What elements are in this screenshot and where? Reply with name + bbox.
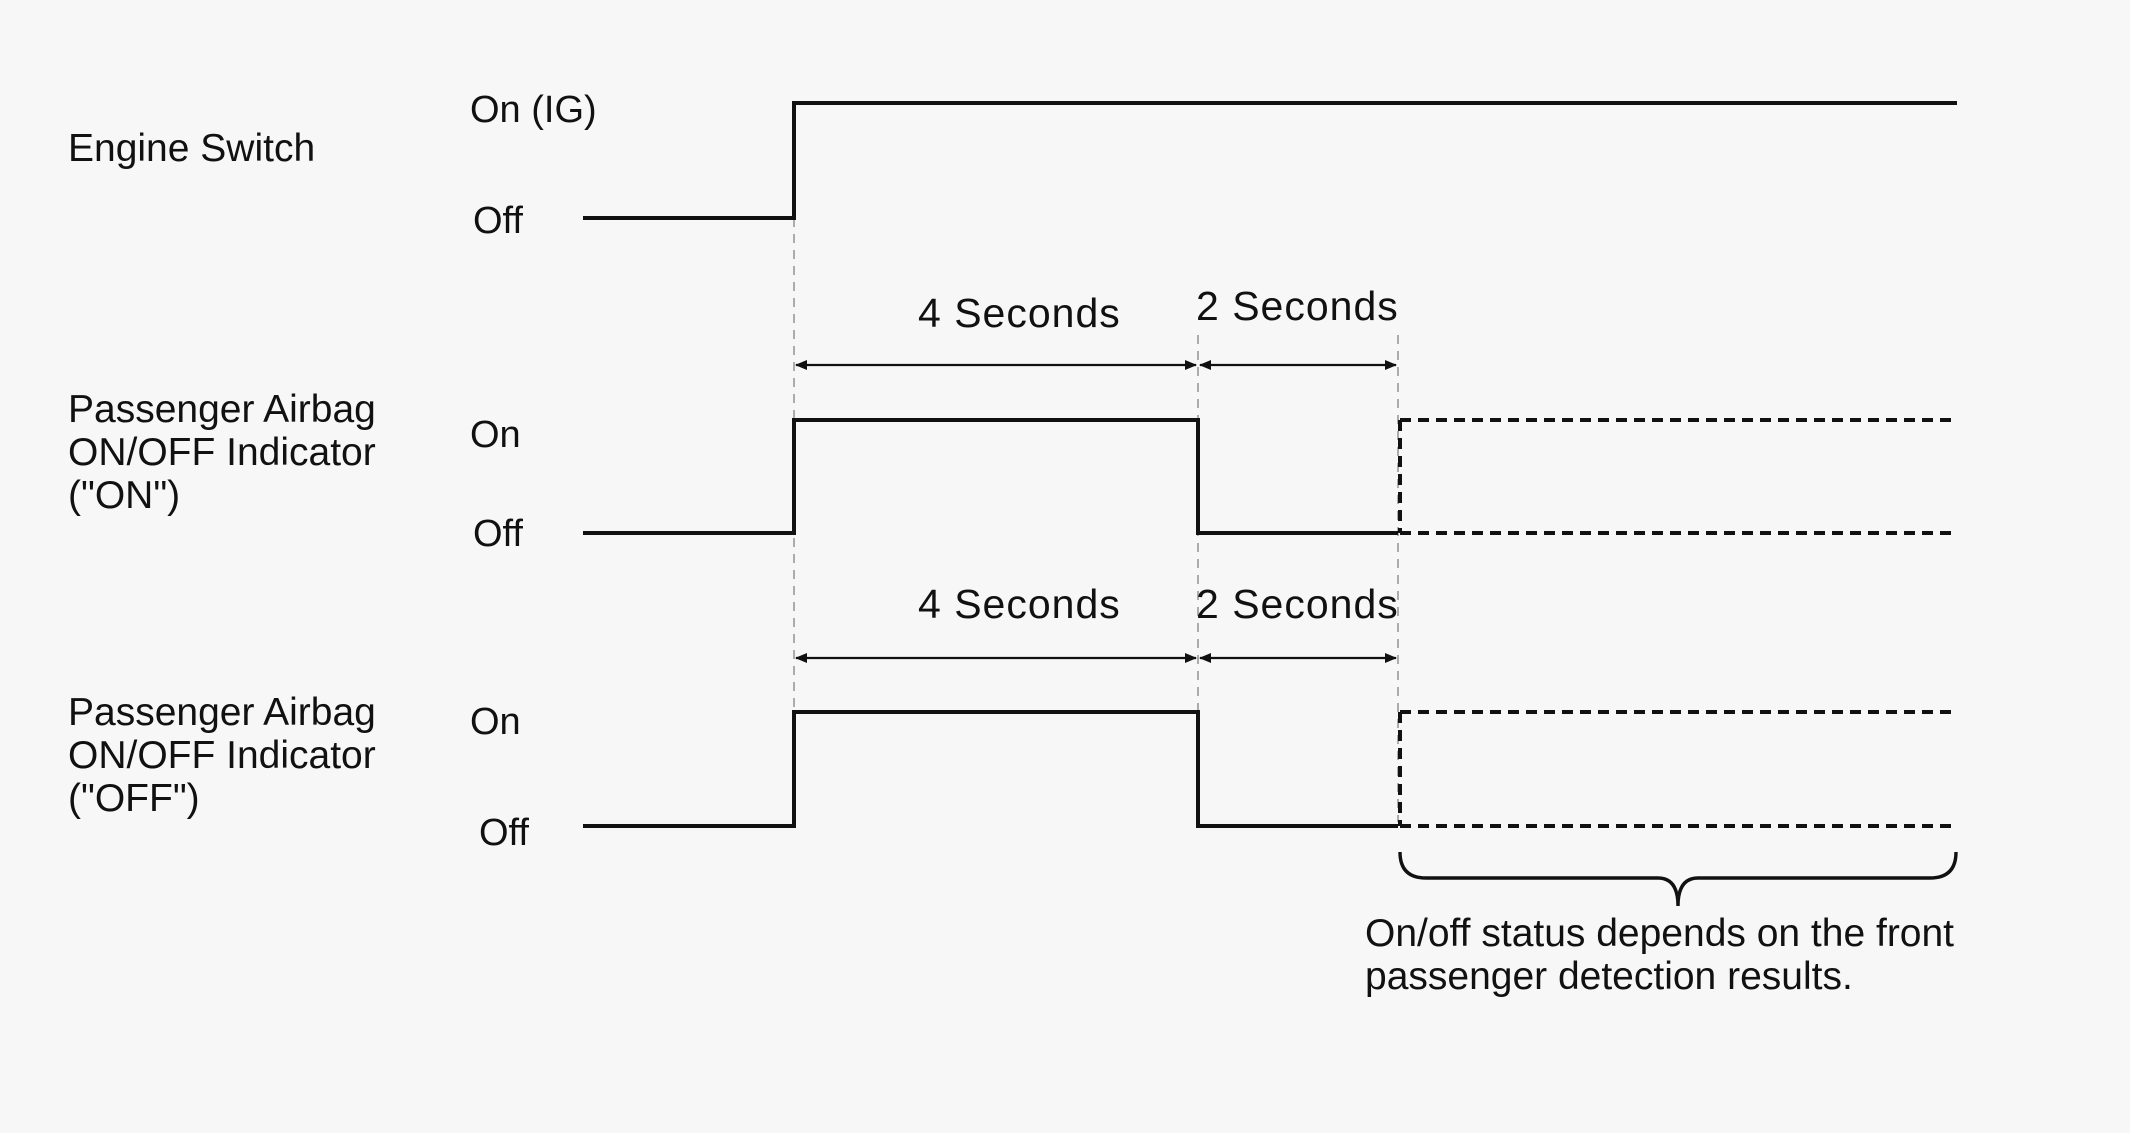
status-note-line: passenger detection results. xyxy=(1365,955,1853,998)
row-label-engine-switch: Engine Switch xyxy=(68,127,315,170)
row-label-line: Engine Switch xyxy=(68,127,315,170)
state-label-off: Off xyxy=(473,513,523,555)
state-label-on: On xyxy=(470,701,521,743)
row-label-line: ON/OFF Indicator xyxy=(68,734,376,777)
indicator-off-waveform xyxy=(583,710,1398,828)
row-indicator-off: Passenger Airbag ON/OFF Indicator ("OFF"… xyxy=(68,691,1957,854)
state-label-on: On xyxy=(470,414,521,456)
curly-brace xyxy=(1398,851,1958,907)
engine-switch-waveform xyxy=(583,101,1957,220)
row-engine-switch: Engine Switch On (IG) Off xyxy=(68,89,1957,242)
status-note-line: On/off status depends on the front xyxy=(1365,912,1954,955)
duration-label-4-seconds: 4 Seconds xyxy=(918,581,1121,627)
row-label-line: ("ON") xyxy=(68,474,180,517)
duration-markers-off-indicator: 4 Seconds 2 Seconds xyxy=(795,581,1399,663)
row-label-line: Passenger Airbag xyxy=(68,388,376,431)
status-note-group: On/off status depends on the front passe… xyxy=(1365,851,1965,998)
duration-label-2-seconds: 2 Seconds xyxy=(1196,581,1399,627)
row-indicator-on: Passenger Airbag ON/OFF Indicator ("ON")… xyxy=(68,388,1957,555)
state-label-off: Off xyxy=(473,200,523,242)
row-label-indicator-on: Passenger Airbag ON/OFF Indicator ("ON") xyxy=(68,388,387,517)
row-label-line: Passenger Airbag xyxy=(68,691,376,734)
row-label-indicator-off: Passenger Airbag ON/OFF Indicator ("OFF"… xyxy=(68,691,387,820)
status-note: On/off status depends on the front passe… xyxy=(1365,912,1965,998)
state-label-off: Off xyxy=(479,812,529,854)
state-label-on-ig: On (IG) xyxy=(470,89,597,131)
duration-markers-on-indicator: 4 Seconds 2 Seconds xyxy=(795,283,1399,370)
row-label-line: ("OFF") xyxy=(68,777,200,820)
duration-label-4-seconds: 4 Seconds xyxy=(918,290,1121,336)
indicator-on-waveform xyxy=(583,418,1398,535)
duration-label-2-seconds: 2 Seconds xyxy=(1196,283,1399,329)
row-label-line: ON/OFF Indicator xyxy=(68,431,376,474)
